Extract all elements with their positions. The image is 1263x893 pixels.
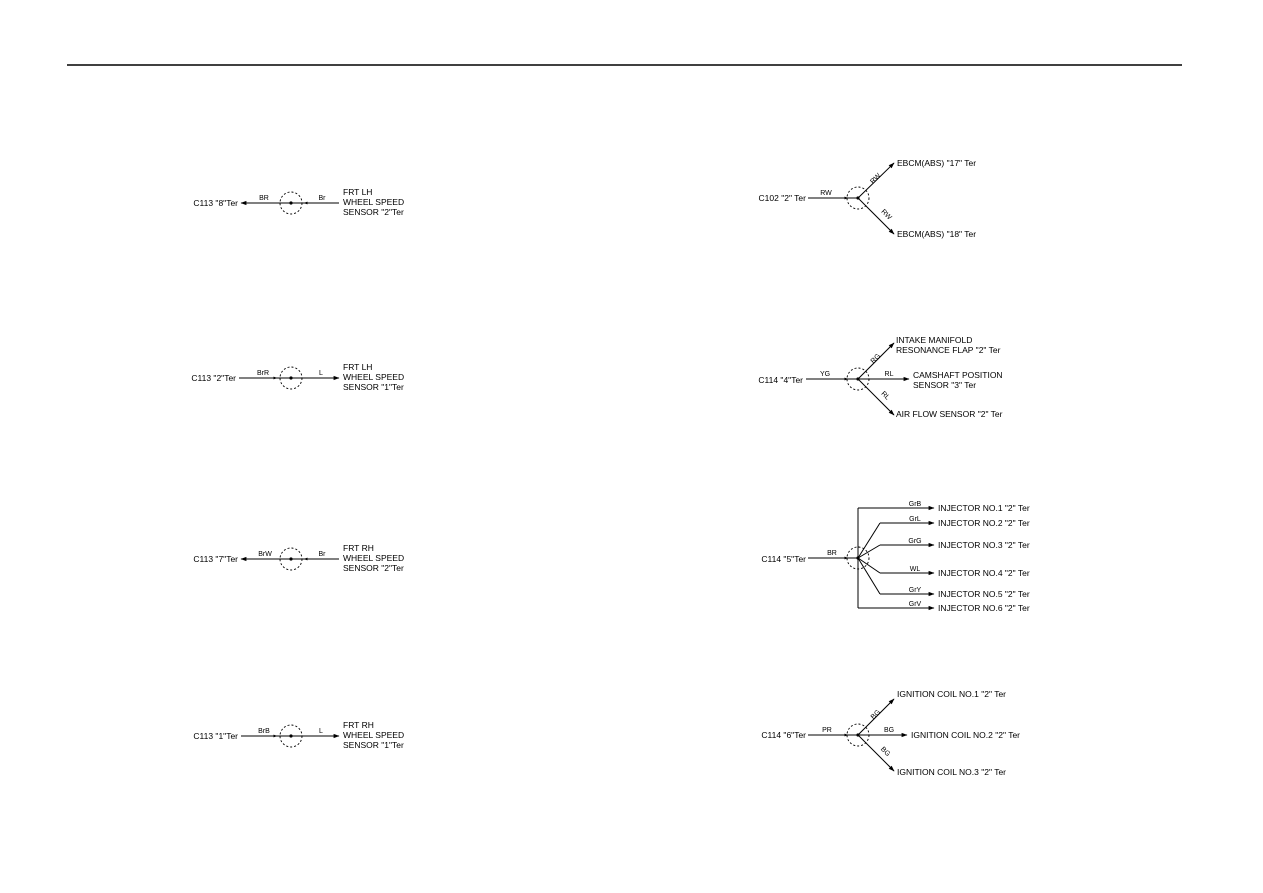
to-label: WHEEL SPEED xyxy=(343,730,404,740)
wire-code: RG xyxy=(870,353,882,365)
to-label: FRT RH xyxy=(343,720,374,730)
to-label: INJECTOR NO.4 "2" Ter xyxy=(938,568,1030,578)
to-label: IGNITION COIL NO.1 "2" Ter xyxy=(897,689,1006,699)
wire-code: GrY xyxy=(909,587,922,594)
to-label: FRT LH xyxy=(343,362,372,372)
splice-circle xyxy=(279,724,303,748)
wire-code: YG xyxy=(820,371,830,378)
wire-code: RW xyxy=(869,172,882,185)
from-label: C113 "7"Ter xyxy=(193,554,238,564)
from-label: C113 "8"Ter xyxy=(193,198,238,208)
splice-c113-7: C113 "7"Ter BrW Br FRT RH WHEEL SPEED SE… xyxy=(193,543,404,573)
to-label: EBCM(ABS) "18" Ter xyxy=(897,229,976,239)
to-label: SENSOR "2"Ter xyxy=(343,207,404,217)
to-label: IGNITION COIL NO.2 "2" Ter xyxy=(911,730,1020,740)
to-label: EBCM(ABS) "17" Ter xyxy=(897,158,976,168)
wire-code: Br xyxy=(319,551,327,558)
to-label: IGNITION COIL NO.3 "2" Ter xyxy=(897,767,1006,777)
wire-code: GrG xyxy=(908,538,921,545)
to-label: INTAKE MANIFOLD xyxy=(896,335,972,345)
branch-wire xyxy=(857,197,895,235)
wire-code: BrW xyxy=(258,551,272,558)
from-label: C114 "6"Ter xyxy=(761,730,806,740)
to-label: SENSOR "1"Ter xyxy=(343,740,404,750)
splice-c114-4: C114 "4"Ter YG RG RL RL INTAKE MANIFOLD … xyxy=(758,335,1002,419)
to-label: FRT RH xyxy=(343,543,374,553)
wire-code: BG xyxy=(879,746,891,758)
from-label: C114 "5"Ter xyxy=(761,554,806,564)
wire-code: GrV xyxy=(909,601,922,608)
wire-code: BG xyxy=(870,709,882,721)
to-label: INJECTOR NO.2 "2" Ter xyxy=(938,518,1030,528)
to-label: AIR FLOW SENSOR "2" Ter xyxy=(896,409,1003,419)
from-label: C113 "2"Ter xyxy=(191,373,236,383)
wire-code: RL xyxy=(879,390,890,401)
branch-wire xyxy=(857,544,881,559)
splice-c113-2: C113 "2"Ter BrR L FRT LH WHEEL SPEED SEN… xyxy=(191,362,404,392)
wire-code: Br xyxy=(319,195,327,202)
wire-code: BG xyxy=(884,727,894,734)
wire-code: RW xyxy=(820,190,832,197)
branch-wire xyxy=(857,378,895,416)
to-label: SENSOR "1"Ter xyxy=(343,382,404,392)
branch-wire xyxy=(857,557,881,574)
to-label: WHEEL SPEED xyxy=(343,372,404,382)
wire-code: WL xyxy=(910,566,921,573)
wire-code: L xyxy=(319,370,323,377)
to-label: FRT LH xyxy=(343,187,372,197)
to-label: WHEEL SPEED xyxy=(343,197,404,207)
splice-circle xyxy=(279,366,303,390)
splice-c102-2: C102 "2" Ter RW RW RW EBCM(ABS) "17" Ter… xyxy=(759,158,977,239)
branch-wire xyxy=(857,734,895,772)
splice-circle xyxy=(279,547,303,571)
wire-code: PR xyxy=(822,727,832,734)
splice-dot xyxy=(289,557,293,561)
from-label: C102 "2" Ter xyxy=(759,193,807,203)
to-label: INJECTOR NO.5 "2" Ter xyxy=(938,589,1030,599)
from-label: C113 "1"Ter xyxy=(193,731,238,741)
to-label: INJECTOR NO.3 "2" Ter xyxy=(938,540,1030,550)
wire-code: GrL xyxy=(909,516,921,523)
to-label: SENSOR "3" Ter xyxy=(913,380,976,390)
splice-c114-5: C114 "5"Ter BR GrB GrL GrG WL GrY GrV IN… xyxy=(761,501,1029,613)
branch-wire xyxy=(857,162,895,199)
wire-code: BrR xyxy=(257,370,269,377)
splice-circle xyxy=(846,186,870,210)
splice-circle xyxy=(279,191,303,215)
to-label: SENSOR "2"Ter xyxy=(343,563,404,573)
wire-code: BrB xyxy=(258,728,270,735)
branch-wire xyxy=(857,342,895,380)
wire-code: L xyxy=(319,728,323,735)
to-label: CAMSHAFT POSITION xyxy=(913,370,1003,380)
branch-wire xyxy=(857,698,895,736)
branch-wire xyxy=(857,522,881,559)
splice-dot xyxy=(289,376,293,380)
wire-code: GrB xyxy=(909,501,922,508)
wire-code: BR xyxy=(259,195,269,202)
to-label: RESONANCE FLAP "2" Ter xyxy=(896,345,1001,355)
wire-code: RL xyxy=(885,371,894,378)
wire-code: RW xyxy=(880,208,893,221)
splice-c113-1: C113 "1"Ter BrB L FRT RH WHEEL SPEED SEN… xyxy=(193,720,404,750)
to-label: INJECTOR NO.1 "2" Ter xyxy=(938,503,1030,513)
splice-c114-6: C114 "6"Ter PR BG BG BG IGNITION COIL NO… xyxy=(761,689,1020,777)
branch-wire xyxy=(857,557,881,595)
to-label: INJECTOR NO.6 "2" Ter xyxy=(938,603,1030,613)
from-label: C114 "4"Ter xyxy=(758,375,803,385)
splice-dot xyxy=(289,734,293,738)
to-label: WHEEL SPEED xyxy=(343,553,404,563)
wire-code: BR xyxy=(827,550,837,557)
splice-c113-8: C113 "8"Ter BR Br FRT LH WHEEL SPEED SEN… xyxy=(193,187,404,217)
splice-dot xyxy=(289,201,293,205)
